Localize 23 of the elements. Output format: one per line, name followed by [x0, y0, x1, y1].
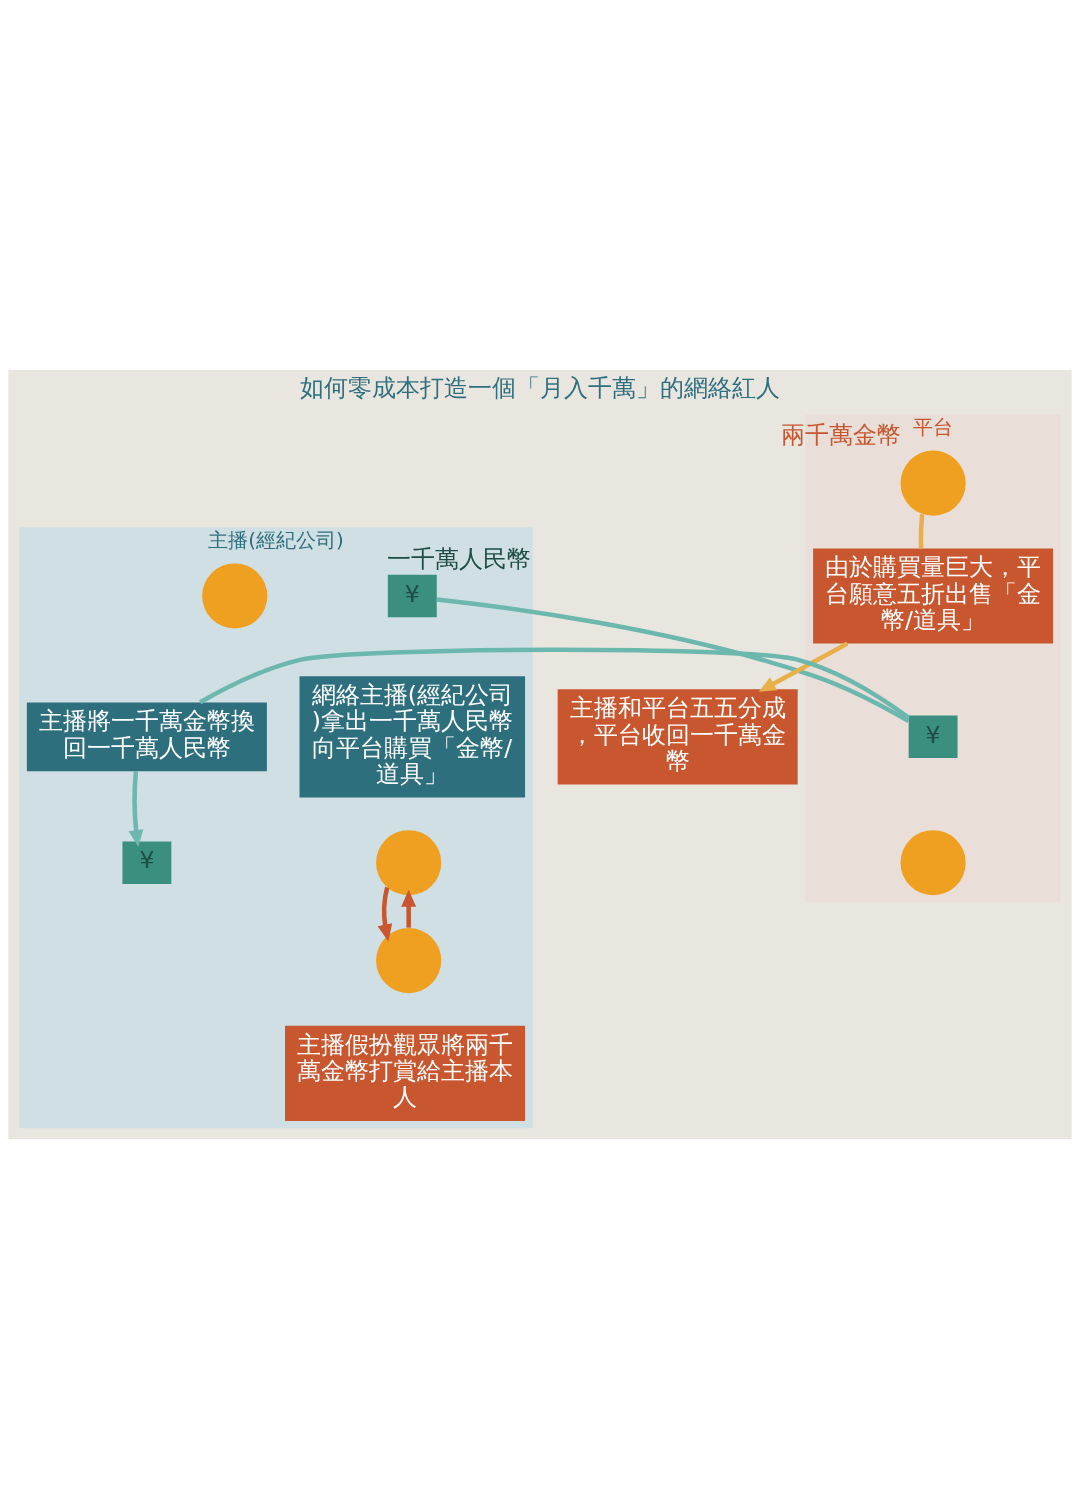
node-box: 主播將一千萬金幣換回一千萬人民幣	[26, 701, 267, 771]
connector	[918, 513, 925, 548]
diagram-title: 如何零成本打造一個「月入千萬」的網絡紅人	[300, 373, 780, 402]
node-circle	[900, 450, 966, 516]
node-box: ¥	[387, 574, 437, 617]
node-circle	[202, 562, 268, 629]
arrow	[128, 770, 144, 847]
connector	[436, 596, 910, 723]
node-label: 兩千萬金幣	[780, 420, 901, 449]
node-box: 主播和平台五五分成，平台收回一千萬金幣	[557, 688, 798, 784]
node-box: ¥	[122, 840, 172, 884]
node-circle	[900, 829, 966, 895]
arrow	[377, 886, 393, 941]
connector	[199, 647, 910, 719]
node-label: 一千萬人民幣	[387, 544, 532, 573]
node-box: 由於購買量巨大，平台願意五折出售「金幣/道具」	[813, 547, 1054, 644]
node-box: ¥	[908, 715, 958, 758]
node-box: 網絡主播(經紀公司)拿出一千萬人民幣向平台購買「金幣/道具」	[299, 675, 526, 797]
node-circle	[376, 927, 442, 993]
node-box: 主播假扮觀眾將兩千萬金幣打賞給主播本人	[285, 1025, 526, 1121]
node-circle	[376, 829, 442, 895]
arrow	[758, 641, 849, 692]
arrow	[401, 889, 417, 928]
